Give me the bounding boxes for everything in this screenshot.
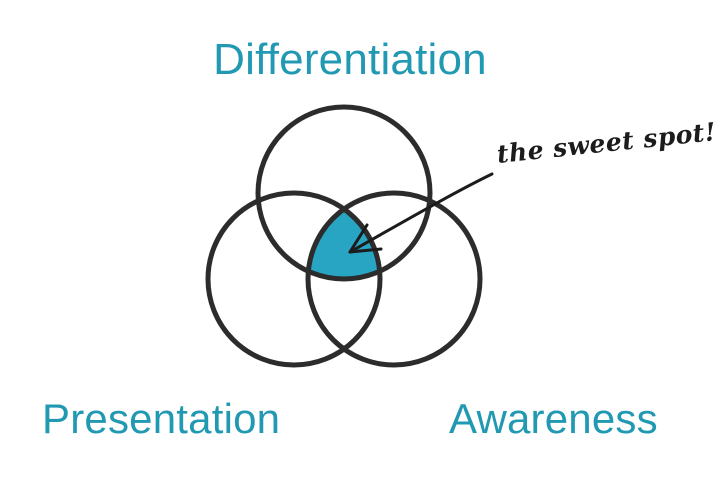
label-awareness: Awareness [449, 395, 658, 442]
circle-differentiation [255, 104, 433, 282]
circle-presentation [205, 190, 383, 368]
sweet-spot-region [308, 193, 380, 279]
label-differentiation: Differentiation [213, 35, 487, 84]
circle-awareness [305, 190, 483, 368]
label-presentation: Presentation [42, 395, 281, 442]
sweet-spot-arrow [348, 172, 494, 254]
